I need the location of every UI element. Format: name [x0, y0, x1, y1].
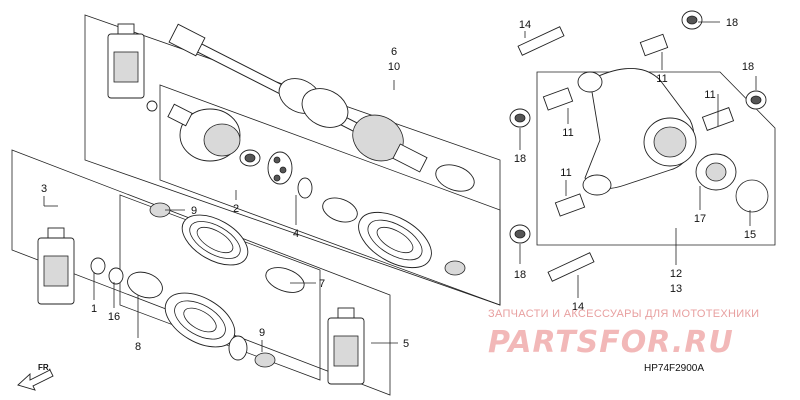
callout-2: 2 — [233, 203, 239, 215]
callout-10: 10 — [388, 61, 400, 73]
leader-lines — [43, 21, 757, 352]
callout-18c: 18 — [514, 153, 526, 165]
drive-shaft — [146, 23, 428, 173]
callout-14a: 14 — [519, 19, 531, 31]
boots-and-bands — [90, 164, 475, 368]
callout-11c: 11 — [704, 89, 715, 101]
callout-13: 13 — [670, 283, 682, 295]
front-label: FR. — [38, 363, 51, 372]
watermark-tagline: ЗАПЧАСТИ И АКСЕССУАРЫ ДЛЯ МОТОТЕХНИКИ — [488, 308, 759, 320]
callout-17: 17 — [694, 213, 706, 225]
callout-12: 12 — [670, 268, 682, 280]
callout-6: 6 — [391, 46, 397, 58]
watermark-logo-text: PARTSFOR.RU — [488, 325, 734, 360]
callout-18d: 18 — [514, 269, 526, 281]
callout-18b: 18 — [742, 61, 754, 73]
callout-4: 4 — [293, 228, 299, 240]
callout-14b: 14 — [572, 301, 584, 313]
callout-9b: 9 — [259, 327, 265, 339]
diagram-code: HP74F2900A — [644, 363, 704, 374]
watermark: ЗАПЧАСТИ И АКСЕССУАРЫ ДЛЯ МОТОТЕХНИКИ PA… — [488, 308, 759, 360]
callout-9a: 9 — [191, 205, 197, 217]
callout-15: 15 — [744, 229, 756, 241]
seals-and-bearings — [509, 10, 769, 244]
swing-arm — [577, 68, 697, 196]
callout-1: 1 — [91, 303, 97, 315]
callout-11b: 11 — [562, 127, 573, 139]
callout-5: 5 — [403, 338, 409, 350]
callout-11d: 11 — [560, 167, 571, 179]
callout-8: 8 — [135, 341, 141, 353]
callout-16: 16 — [108, 311, 120, 323]
callout-7: 7 — [319, 278, 325, 290]
grease-bottle-left — [37, 227, 75, 305]
callout-3: 3 — [41, 183, 47, 195]
grease-bottle-top — [107, 23, 145, 99]
callout-11a: 11 — [656, 73, 667, 85]
grease-bottle-bottom — [327, 307, 365, 385]
inner-joint — [167, 103, 313, 199]
group-frames — [11, 14, 776, 396]
callout-18a: 18 — [726, 17, 738, 29]
front-direction-arrow: FR. — [17, 363, 54, 391]
callouts: 6 10 2 3 4 9 7 1 16 8 9 5 14 14 18 18 18… — [41, 17, 756, 353]
